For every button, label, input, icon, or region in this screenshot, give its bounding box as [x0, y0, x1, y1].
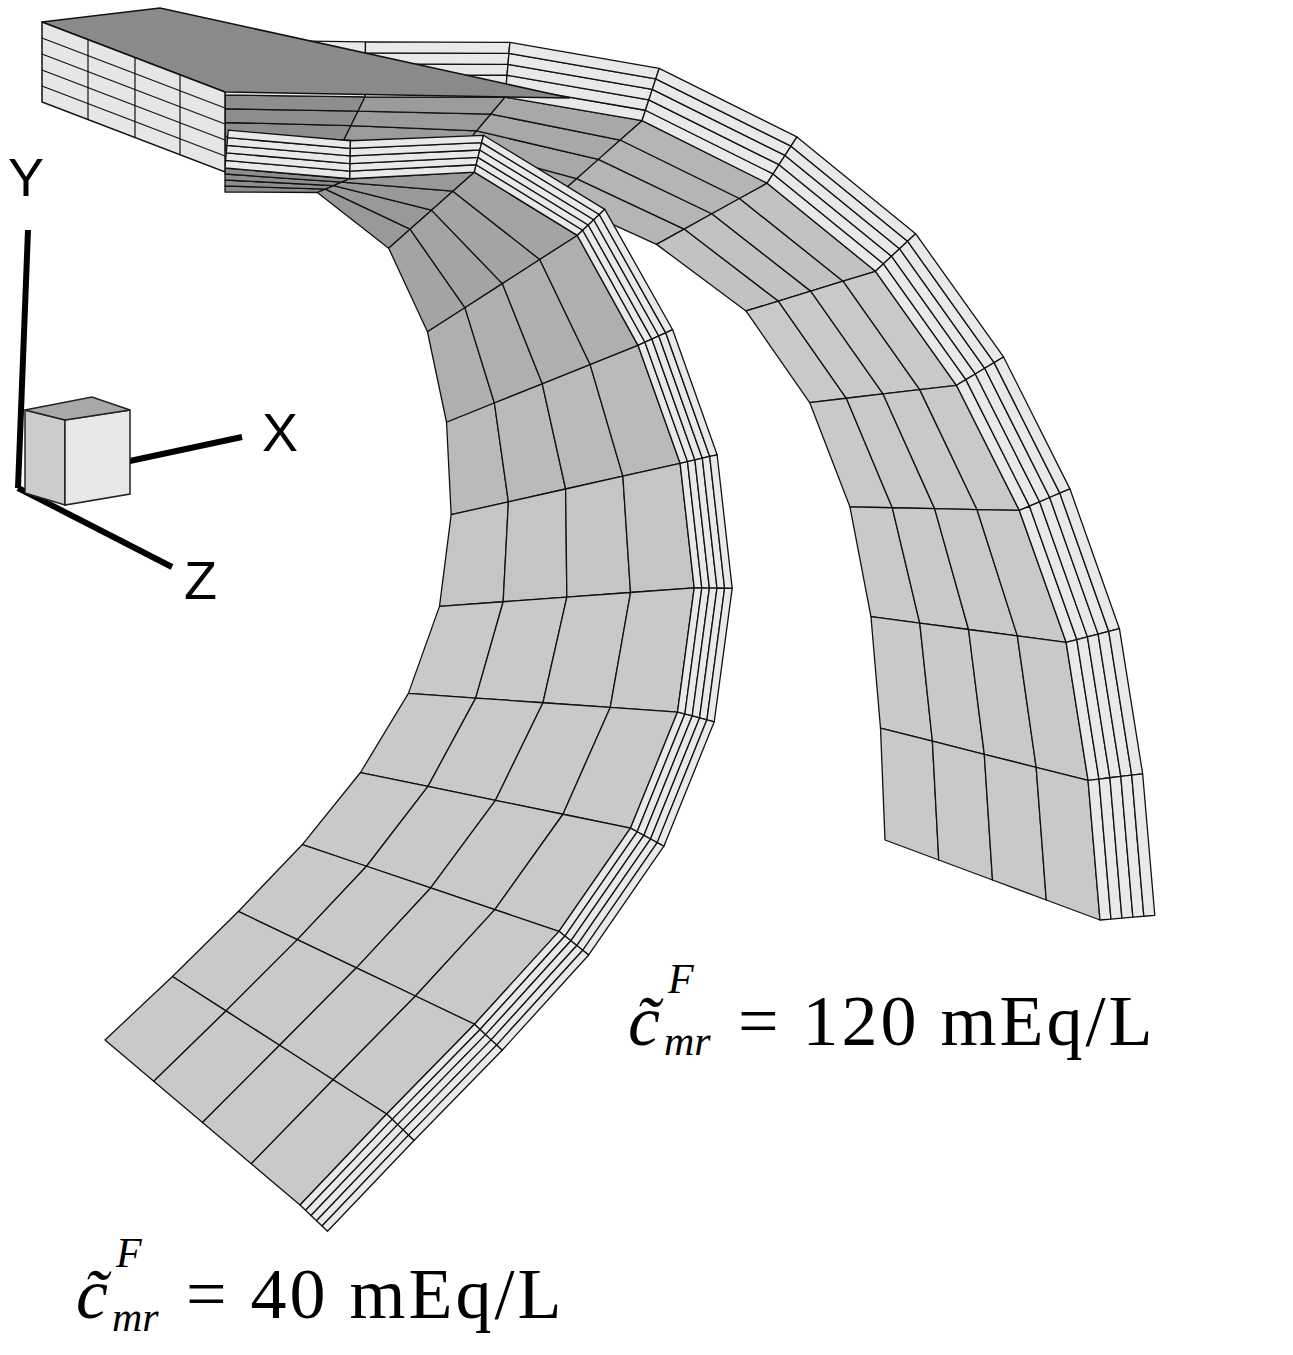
mesh-element	[908, 234, 1004, 363]
mesh-element	[985, 363, 1060, 498]
mesh-element	[900, 241, 995, 368]
beam-40	[105, 130, 732, 1231]
clamped-end	[42, 8, 570, 172]
cube-face	[25, 410, 65, 505]
clamp-layer	[42, 38, 225, 108]
cube-face	[65, 410, 130, 505]
mesh-element	[599, 209, 672, 333]
mesh-element	[994, 357, 1070, 493]
label-slot: = 40 mEq/L	[186, 1258, 565, 1330]
label-slot: Y	[8, 150, 44, 204]
mesh-element	[503, 489, 567, 602]
symbol-c: c̃	[76, 1254, 108, 1334]
superscript: F	[116, 1230, 142, 1276]
mesh-element	[652, 79, 791, 156]
mesh-element	[791, 137, 916, 241]
beam-120	[225, 40, 1155, 920]
mesh-element	[228, 130, 351, 148]
mesh-element	[577, 839, 657, 950]
beam-meshes	[105, 40, 1155, 1231]
mesh-element	[350, 135, 483, 148]
mesh-element	[571, 835, 651, 945]
label-slot: F	[116, 1232, 142, 1274]
axis-label: Y	[8, 147, 44, 207]
mesh-element	[322, 1135, 414, 1231]
label-slot: mr	[112, 1296, 159, 1338]
axis-label: X	[262, 402, 298, 462]
mesh-element	[666, 330, 717, 457]
mesh-element	[497, 950, 589, 1050]
clamp-column	[134, 58, 135, 138]
subscript: mr	[112, 1294, 159, 1340]
mesh-element	[491, 946, 583, 1046]
label-slot: = 120 mEq/L	[738, 985, 1156, 1057]
x-axis	[125, 437, 242, 462]
label-slot: c̃	[628, 985, 660, 1057]
label-slot: F	[668, 958, 694, 1000]
subscript: mr	[664, 1018, 711, 1064]
axis-label: Z	[184, 550, 217, 610]
mesh-element	[588, 220, 659, 339]
mesh-element	[311, 1125, 403, 1221]
label-slot: mr	[664, 1020, 711, 1062]
mesh-element	[785, 146, 908, 249]
clamp-layer	[42, 86, 225, 156]
mesh-element	[657, 720, 714, 846]
mesh-element	[403, 1040, 497, 1135]
mesh-element	[583, 843, 664, 955]
mesh-element	[594, 215, 666, 336]
mesh-element	[317, 1130, 409, 1226]
mesh-element	[365, 42, 509, 54]
mesh-element	[1109, 629, 1143, 775]
mesh-element	[509, 42, 659, 79]
mesh-element	[1060, 489, 1120, 632]
mesh-element	[1132, 774, 1155, 916]
clamp-layer	[42, 54, 225, 124]
mesh-element	[439, 502, 508, 607]
mesh-element	[932, 741, 992, 880]
clamp-front	[42, 22, 225, 172]
label-slot: Z	[184, 553, 217, 607]
mesh-element	[659, 333, 710, 458]
label-slot: X	[262, 405, 298, 459]
concentration-value: = 40 mEq/L	[186, 1254, 565, 1334]
mesh-element	[225, 95, 365, 111]
clamp-column	[179, 75, 180, 155]
concentration-value: = 120 mEq/L	[738, 981, 1156, 1061]
mesh-element	[710, 455, 732, 589]
mesh-element	[482, 135, 605, 214]
mesh-element	[398, 1035, 491, 1130]
superscript: F	[668, 956, 694, 1002]
mesh-element	[478, 150, 594, 225]
mesh-element	[881, 728, 939, 860]
axis-triad	[18, 230, 242, 567]
label-slot: c̃	[76, 1258, 108, 1330]
mesh-element	[358, 97, 505, 114]
cube-face	[25, 397, 130, 420]
mesh-element	[480, 143, 599, 220]
mesh-element	[707, 588, 732, 722]
symbol-c: c̃	[628, 981, 660, 1061]
mesh-element	[656, 68, 797, 146]
mesh-element	[409, 1045, 503, 1140]
clamp-layer	[42, 70, 225, 140]
mesh-element	[651, 718, 707, 843]
mesh-element	[566, 476, 631, 597]
mesh-element	[486, 941, 577, 1040]
clamp-column	[87, 40, 88, 120]
